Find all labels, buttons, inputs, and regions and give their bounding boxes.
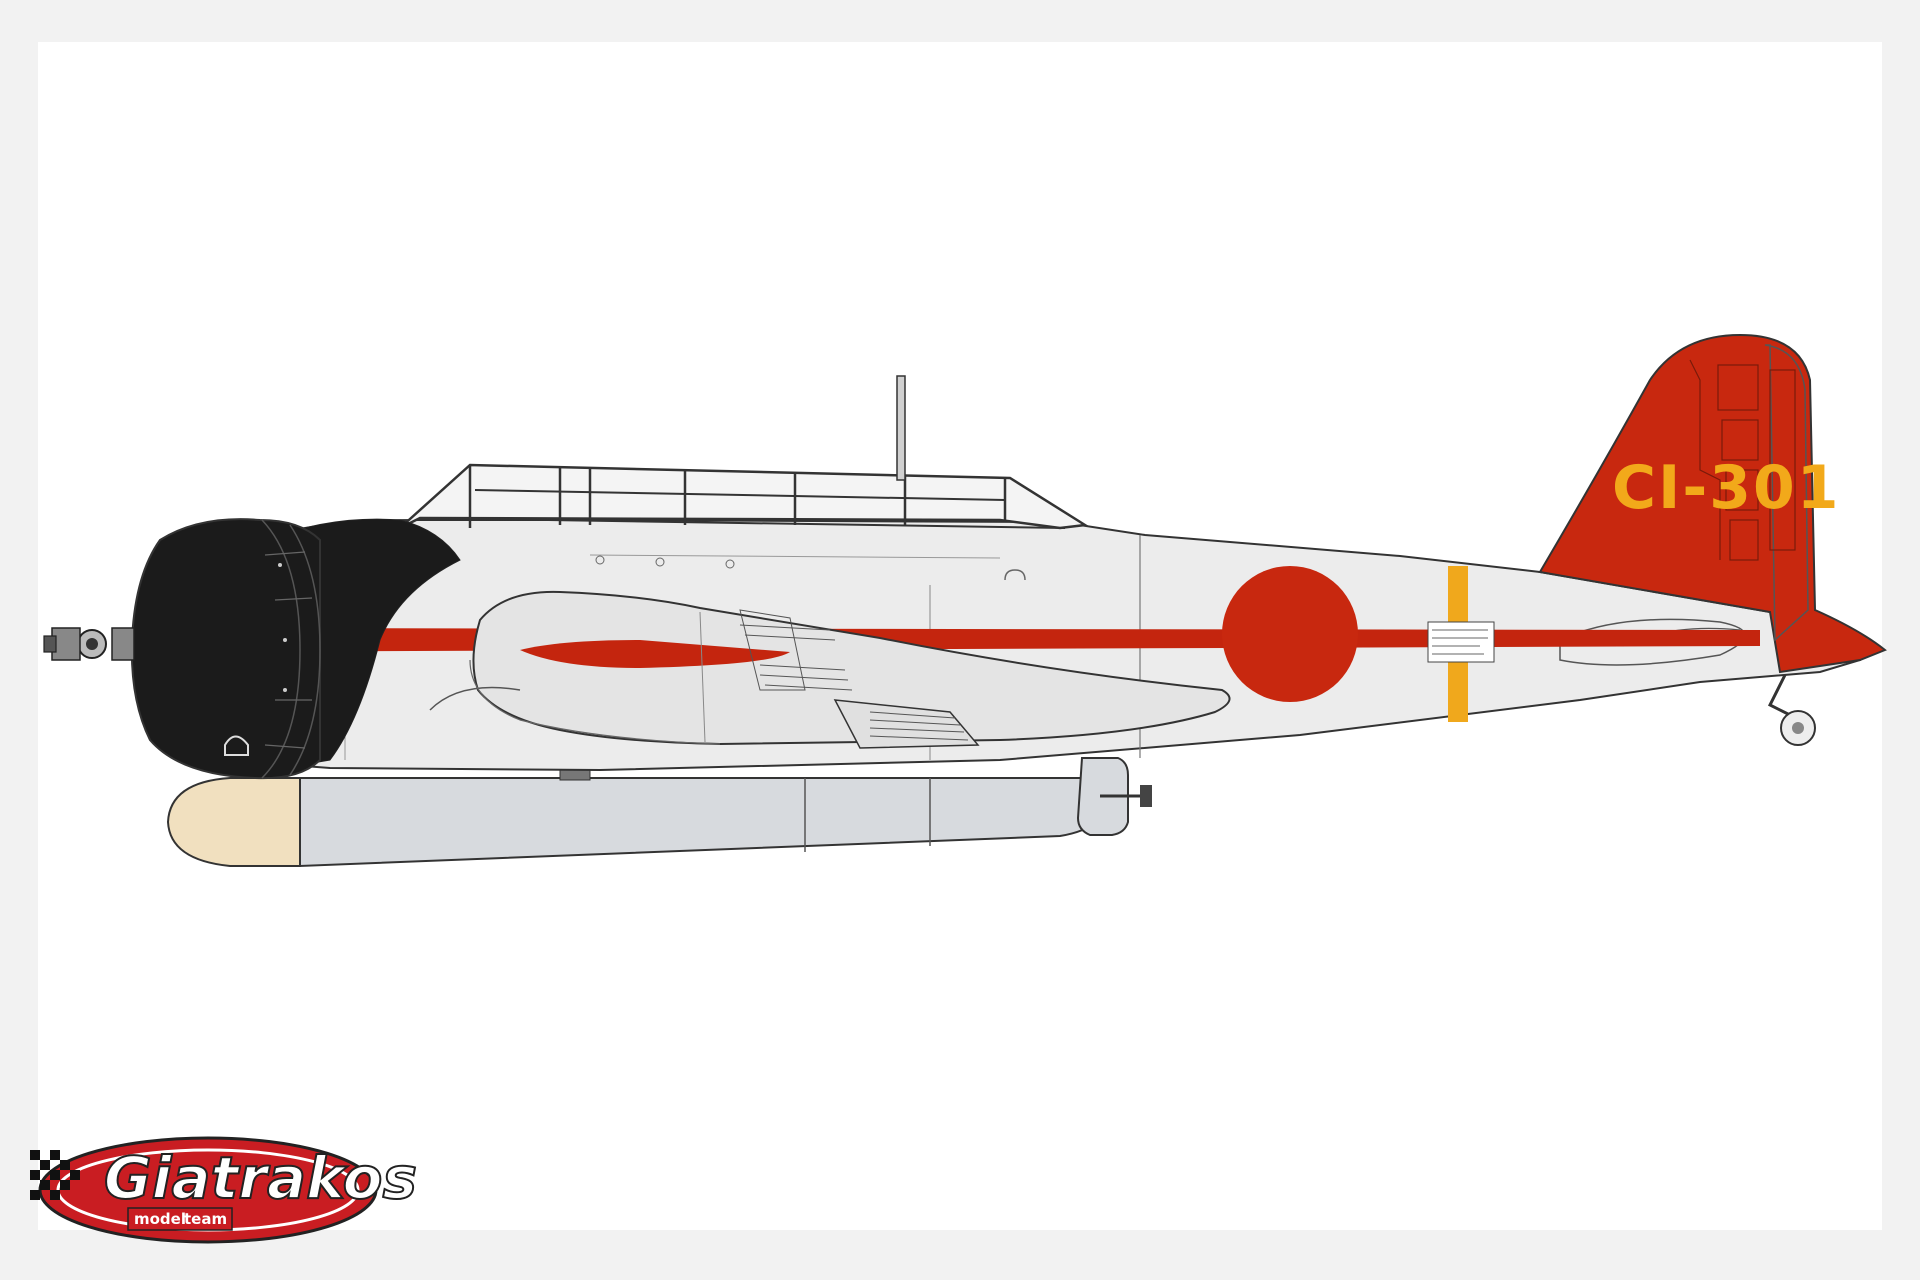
- tail-fin: CI-301: [1538, 333, 1887, 674]
- checkered-flag-icon: [30, 1150, 80, 1200]
- tail-code-text: CI-301: [1612, 453, 1841, 523]
- logo-model-text: model: [134, 1210, 186, 1228]
- tail-wheel: [1767, 674, 1816, 746]
- hinomaru-roundel: [1222, 566, 1358, 702]
- engine-cowling: [130, 518, 321, 780]
- antenna-mast: [896, 375, 906, 481]
- torpedo-body: [299, 777, 1107, 868]
- logo-name-text: Giatrakos: [104, 1144, 417, 1212]
- vertical-stabilizer: [1538, 333, 1887, 674]
- wing-red-stripe: [520, 640, 790, 668]
- stencil-placard: [1427, 621, 1495, 663]
- torpedo: [166, 757, 1152, 868]
- torpedo-nose: [166, 777, 301, 867]
- wing: [429, 590, 1231, 749]
- giatrakos-logo: Giatrakos model team: [30, 1136, 418, 1244]
- rudder: [1764, 344, 1809, 642]
- cowling-shell: [130, 518, 321, 780]
- propeller-hub: [43, 627, 135, 661]
- canopy: [399, 463, 1089, 530]
- canopy-frame: [399, 463, 1089, 530]
- logo-team-text: team: [184, 1210, 227, 1228]
